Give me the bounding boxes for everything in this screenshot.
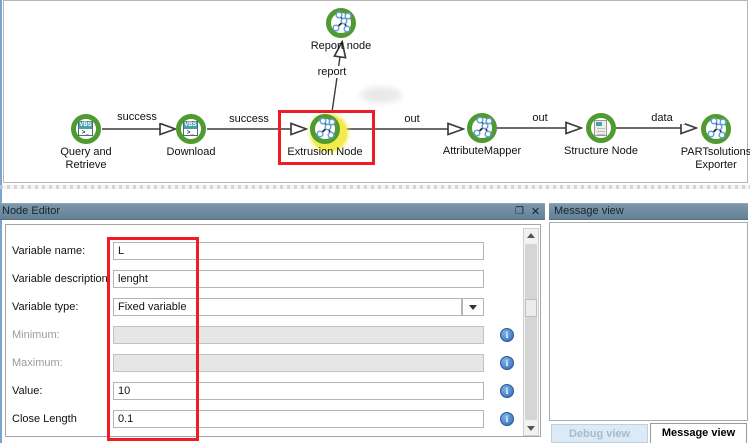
molecule-node-icon xyxy=(467,113,497,143)
node-editor-title: Node Editor xyxy=(2,205,61,217)
node-editor-titlebar[interactable]: Node Editor ❐ ✕ xyxy=(0,203,545,220)
float-panel-button[interactable]: ❐ xyxy=(515,206,524,217)
workflow-canvas[interactable]: success success out out data report Repo… xyxy=(3,0,750,183)
message-view-titlebar[interactable]: Message view xyxy=(549,203,748,220)
message-view-title: Message view xyxy=(554,205,624,217)
vbs-script-icon: VBS >_ xyxy=(183,121,198,136)
variable-type-dropdown-button[interactable] xyxy=(462,298,484,316)
vbs-script-icon: VBS >_ xyxy=(78,121,93,136)
scroll-up-icon[interactable] xyxy=(527,233,535,238)
edge-label-out-2: out xyxy=(518,112,562,124)
edge-label-success-2: success xyxy=(221,113,277,125)
workflow-node-extrusion[interactable]: Extrusion Node xyxy=(287,113,363,158)
edge-label-out-1: out xyxy=(390,113,434,125)
selection-highlight-extrusion xyxy=(278,110,375,165)
workflow-node-report[interactable]: Report node xyxy=(311,7,371,52)
molecule-node-icon xyxy=(326,8,356,38)
window-border xyxy=(0,0,2,443)
workflow-node-download[interactable]: VBS >_ Download xyxy=(167,113,215,158)
variable-name-input[interactable] xyxy=(113,242,484,260)
node-label: Extrusion Node xyxy=(287,146,363,158)
info-icon-maximum[interactable]: i xyxy=(500,356,514,370)
close-panel-button[interactable]: ✕ xyxy=(530,206,541,218)
workflow-node-attributemapper[interactable]: AttributeMapper xyxy=(443,112,521,157)
edge-label-data: data xyxy=(639,112,685,124)
molecule-node-icon xyxy=(310,114,340,144)
maximum-input xyxy=(113,354,484,372)
node-label: Query and Retrieve xyxy=(60,146,112,171)
variable-type-label: Variable type: xyxy=(12,301,79,313)
tab-message-view[interactable]: Message view xyxy=(650,423,747,443)
edge-label-report: report xyxy=(307,66,357,78)
horizontal-splitter[interactable] xyxy=(0,185,750,189)
node-label: Structure Node xyxy=(564,145,638,157)
close-length-label: Close Length xyxy=(12,413,77,425)
minimum-label: Minimum: xyxy=(12,329,60,341)
selection-highlight-fields xyxy=(107,237,199,441)
variable-description-label: Variable description: xyxy=(12,273,111,285)
scrollbar-track[interactable] xyxy=(525,244,537,420)
structure-document-icon xyxy=(594,120,607,136)
info-icon-value[interactable]: i xyxy=(500,384,514,398)
node-label: PARTsolutions Exporter xyxy=(680,146,750,171)
molecule-node-icon xyxy=(701,114,731,144)
variable-description-input[interactable] xyxy=(113,270,484,288)
node-label: AttributeMapper xyxy=(442,145,522,157)
message-view-content xyxy=(549,222,748,421)
close-length-input[interactable] xyxy=(113,410,484,428)
info-icon-minimum[interactable]: i xyxy=(500,328,514,342)
editor-scrollbar[interactable] xyxy=(523,228,539,436)
minimum-input xyxy=(113,326,484,344)
edge-label-success-1: success xyxy=(109,111,165,123)
node-label: Download xyxy=(166,146,216,158)
value-input[interactable] xyxy=(113,382,484,400)
node-label: Report node xyxy=(310,40,372,52)
chevron-down-icon xyxy=(469,304,477,310)
workflow-node-query-and-retrieve[interactable]: VBS >_ Query and Retrieve xyxy=(60,113,112,171)
variable-type-select[interactable] xyxy=(113,298,462,316)
canvas-artifact xyxy=(360,87,402,103)
tab-debug-view[interactable]: Debug view xyxy=(551,424,648,443)
info-icon-close-length[interactable]: i xyxy=(500,412,514,426)
scrollbar-thumb[interactable] xyxy=(525,299,537,317)
value-label: Value: xyxy=(12,385,43,397)
maximum-label: Maximum: xyxy=(12,357,63,369)
variable-name-label: Variable name: xyxy=(12,245,86,257)
workflow-node-structure[interactable]: Structure Node xyxy=(564,112,638,157)
workflow-node-partsolutions-exporter[interactable]: PARTsolutions Exporter xyxy=(681,113,750,171)
scroll-down-icon[interactable] xyxy=(527,426,535,431)
